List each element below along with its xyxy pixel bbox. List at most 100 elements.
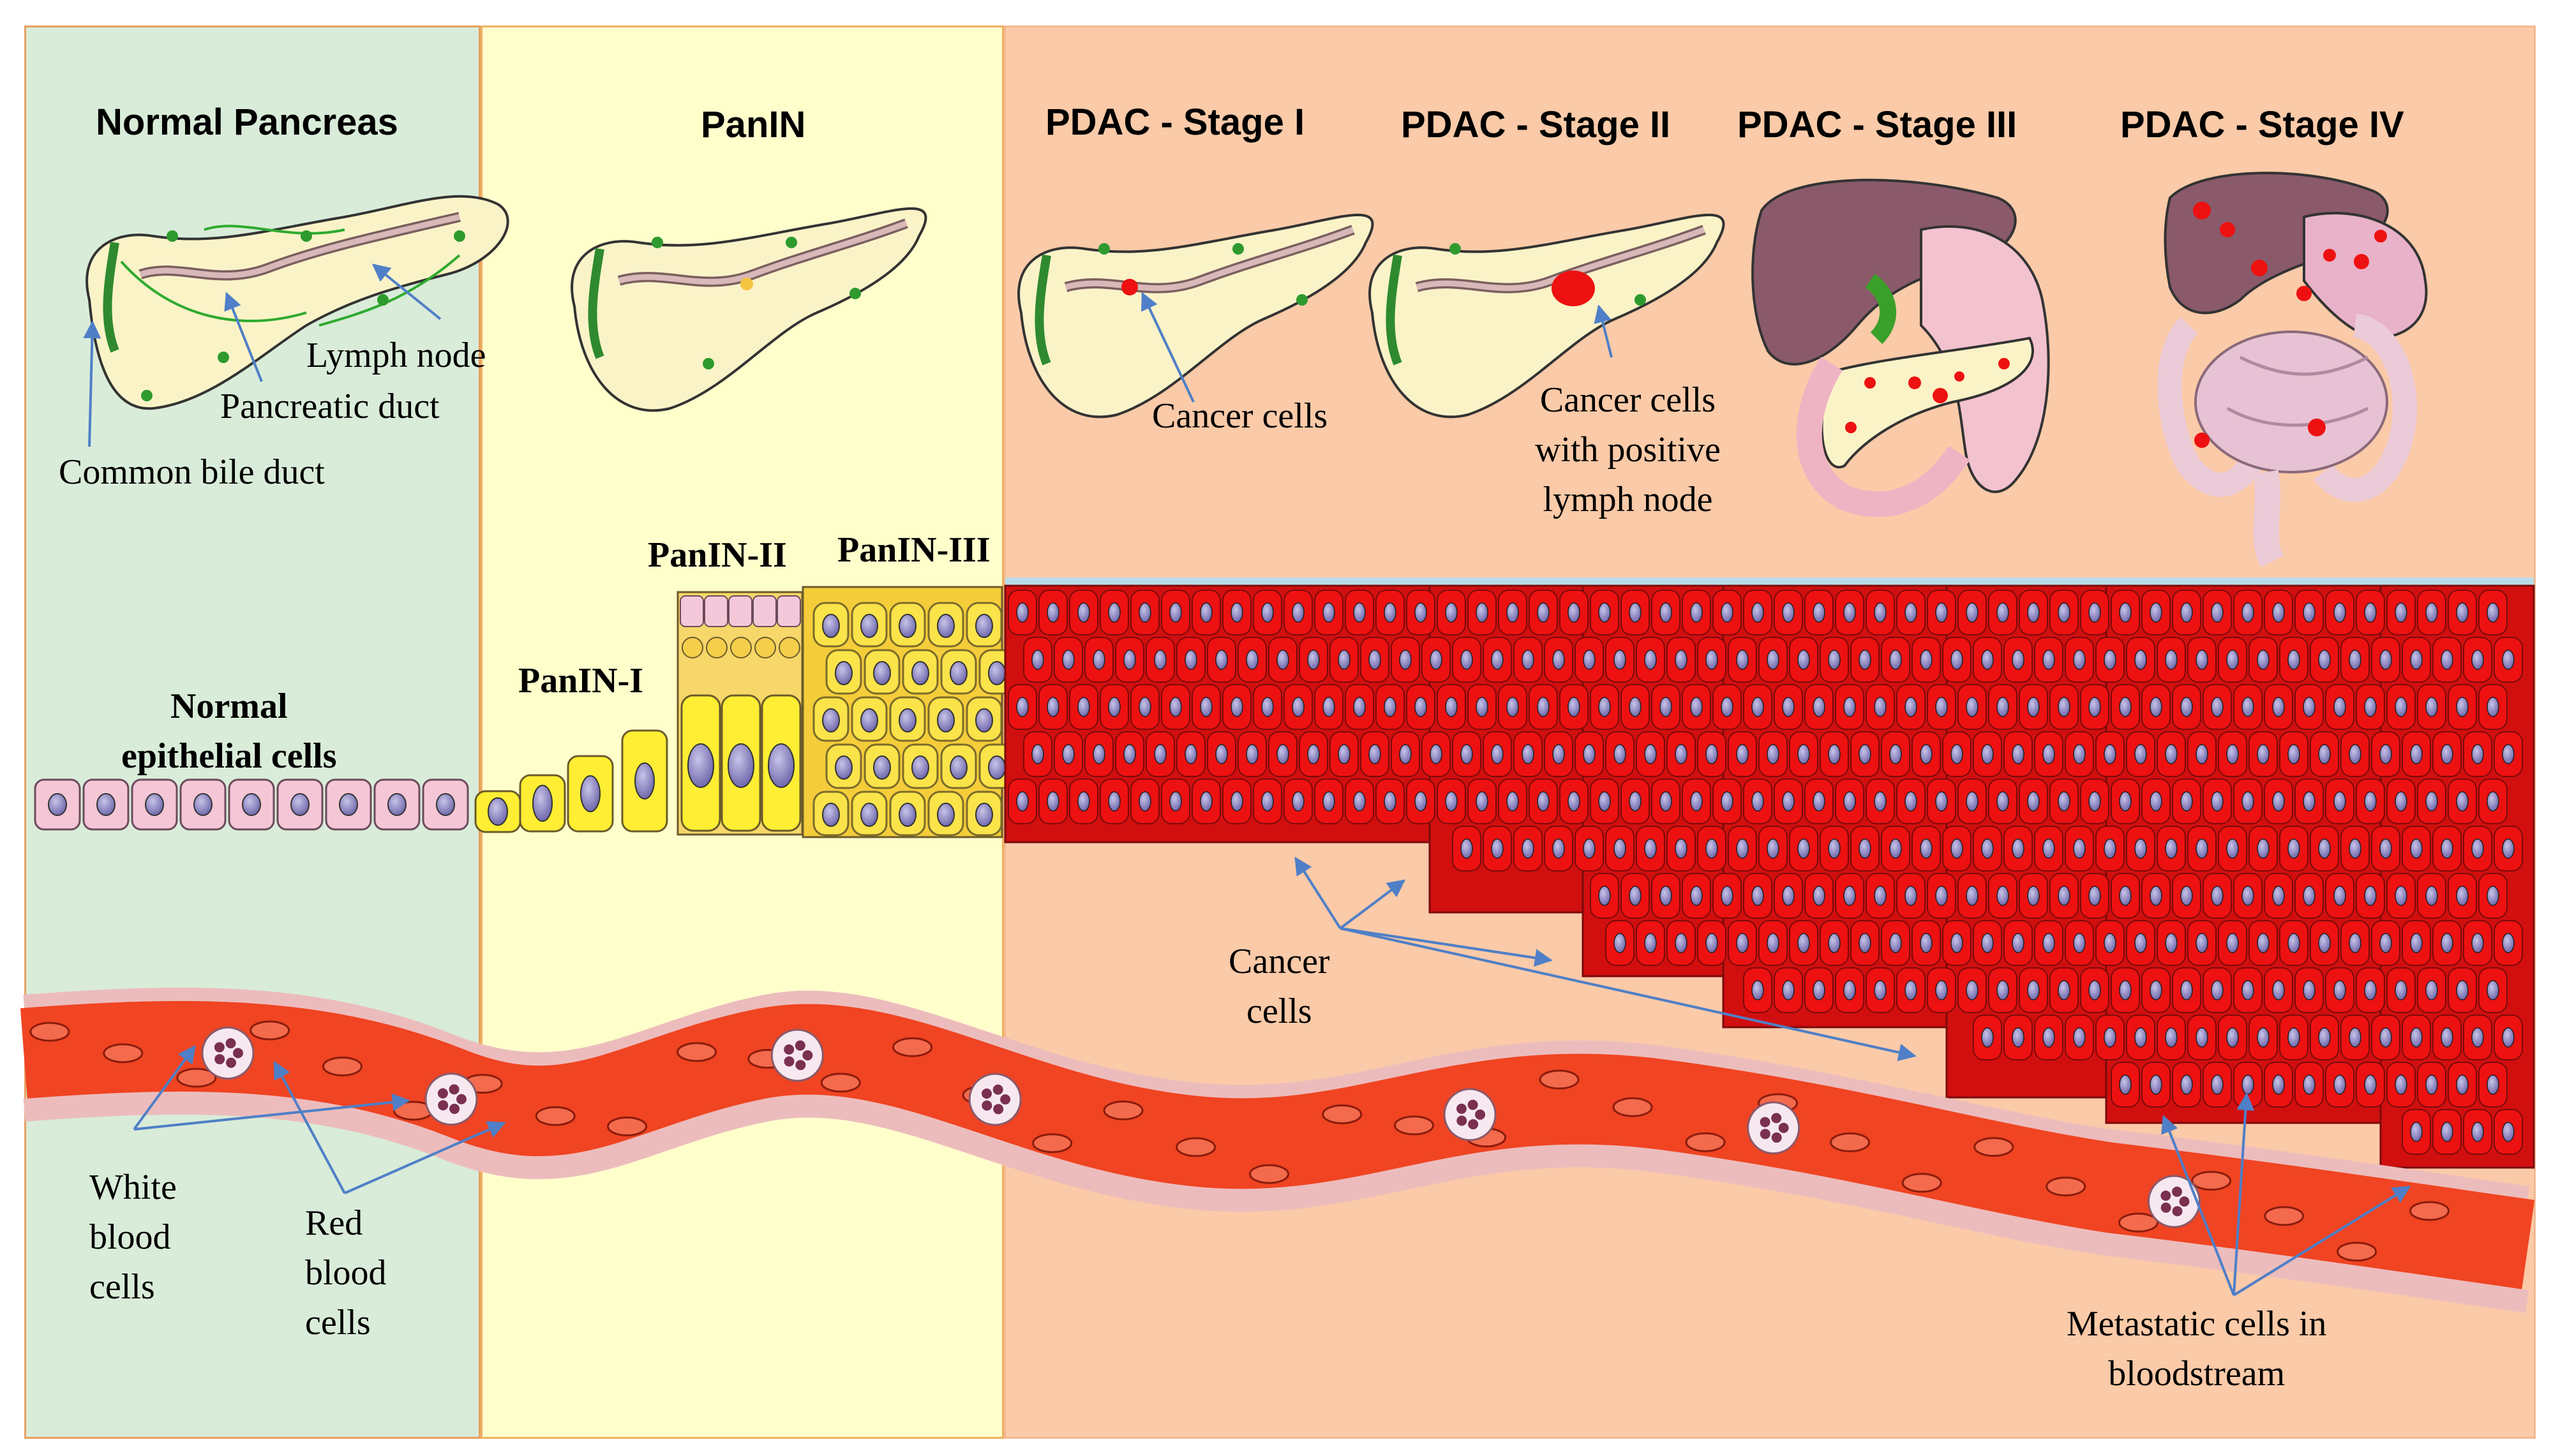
cell-nucleus [1276,650,1289,670]
panin-2-top-cell [680,595,704,627]
red-blood-cell [176,1067,217,1088]
cell-nucleus [1292,697,1305,717]
cell-nucleus [2150,980,2162,1000]
cell-nucleus [1935,886,1948,906]
cell-nucleus [2073,838,2086,859]
cell-nucleus [2241,791,2254,812]
panin-2-mid-cell [730,637,752,658]
cell-nucleus [1353,697,1366,717]
cell-nucleus [2150,791,2162,812]
cell-nucleus [2150,886,2162,906]
cell-nucleus [1813,886,1825,906]
cell-nucleus [2058,791,2070,812]
cell-nucleus [1522,744,1534,764]
cell-nucleus [1751,980,1764,1000]
cell-nucleus [2471,838,2484,859]
cell-nucleus [1859,933,1871,953]
cell-nucleus [1690,602,1703,623]
cell-nucleus [1552,838,1565,859]
panin-2-top-cell [777,595,801,627]
cell-nucleus [1522,838,1534,859]
label-panin-2: PanIN-II [648,535,787,575]
cell-nucleus [1751,791,1764,812]
cell-nucleus [2104,744,2116,764]
white-blood-cell-granule [795,1040,805,1051]
cell-nucleus [2088,697,2101,717]
cell-nucleus [2165,933,2178,953]
cancer-tissue [1004,577,2535,1169]
cell-nucleus [2241,602,2254,623]
arrow-cancer-cells-stage-1 [1141,292,1195,403]
cell-nucleus [2410,744,2423,764]
cell-nucleus [2303,980,2315,1000]
cell-nucleus [768,743,795,788]
cell-nucleus [2257,1027,2270,1048]
cell-nucleus [1813,791,1825,812]
panin-2-top-cell [728,595,752,627]
arrow-pancreatic-duct [224,292,263,382]
organs-stage-4 [2157,172,2428,567]
cell-nucleus [1613,933,1626,953]
cell-nucleus [2058,697,2070,717]
lumen-surface [1005,577,2534,585]
cell-nucleus [2410,838,2423,859]
cell-nucleus [2333,1074,2346,1095]
cell-nucleus [2119,886,2132,906]
white-blood-cell-granule [1771,1113,1782,1124]
label-line: cells [305,1303,371,1342]
cell-nucleus [1583,838,1596,859]
cell-nucleus [2211,980,2224,1000]
cell-nucleus [975,708,993,732]
red-blood-cell [2046,1177,2086,1197]
label-cancer-cells-tissue: Cancer cells [1229,937,1330,1036]
cell-nucleus [1322,602,1335,623]
cell-nucleus [2441,933,2453,953]
cell-nucleus [2333,980,2346,1000]
cell-nucleus [1093,744,1105,764]
cell-nucleus [1996,980,2009,1000]
white-blood-cell-granule [226,1057,237,1068]
cell-nucleus [1139,791,1151,812]
cell-nucleus [2180,791,2193,812]
cell-nucleus [2104,650,2116,670]
cell-nucleus [1797,650,1810,670]
cell-nucleus [1966,602,1979,623]
white-blood-cell [1747,1101,1800,1155]
cell-nucleus [2287,650,2300,670]
red-blood-cell [2264,1206,2305,1226]
cell-nucleus [1782,697,1795,717]
cell-nucleus [1567,697,1580,717]
cell-nucleus [1828,838,1841,859]
white-blood-cell-granule [1000,1094,1011,1105]
cell-nucleus [1920,650,1933,670]
cell-nucleus [1904,791,1917,812]
cell-nucleus [1246,650,1259,670]
cell-nucleus [1721,886,1733,906]
cell-nucleus [1231,602,1243,623]
cell-nucleus [2088,602,2101,623]
cell-nucleus [1721,791,1733,812]
cell-nucleus [2487,1074,2499,1095]
red-blood-cell [1612,1097,1653,1117]
cell-nucleus [1384,697,1396,717]
cell-nucleus [2088,886,2101,906]
cell-nucleus [2180,886,2193,906]
cell-nucleus [2104,838,2116,859]
cell-nucleus [1950,933,1963,953]
cell-nucleus [1981,650,1994,670]
cell-nucleus [1782,886,1795,906]
white-blood-cell [424,1073,478,1126]
cell-nucleus [1537,697,1550,717]
cell-nucleus [2119,697,2132,717]
cell-nucleus [2395,791,2407,812]
cell-nucleus [1047,697,1059,717]
cell-nucleus [1016,602,1029,623]
cell-nucleus [2487,697,2499,717]
cell-nucleus [1797,933,1810,953]
label-line: blood [305,1253,387,1293]
cell-nucleus [1476,602,1488,623]
cell-nucleus [1506,791,1519,812]
cell-nucleus [1767,650,1779,670]
cell-nucleus [1292,602,1305,623]
cell-nucleus [2318,744,2331,764]
